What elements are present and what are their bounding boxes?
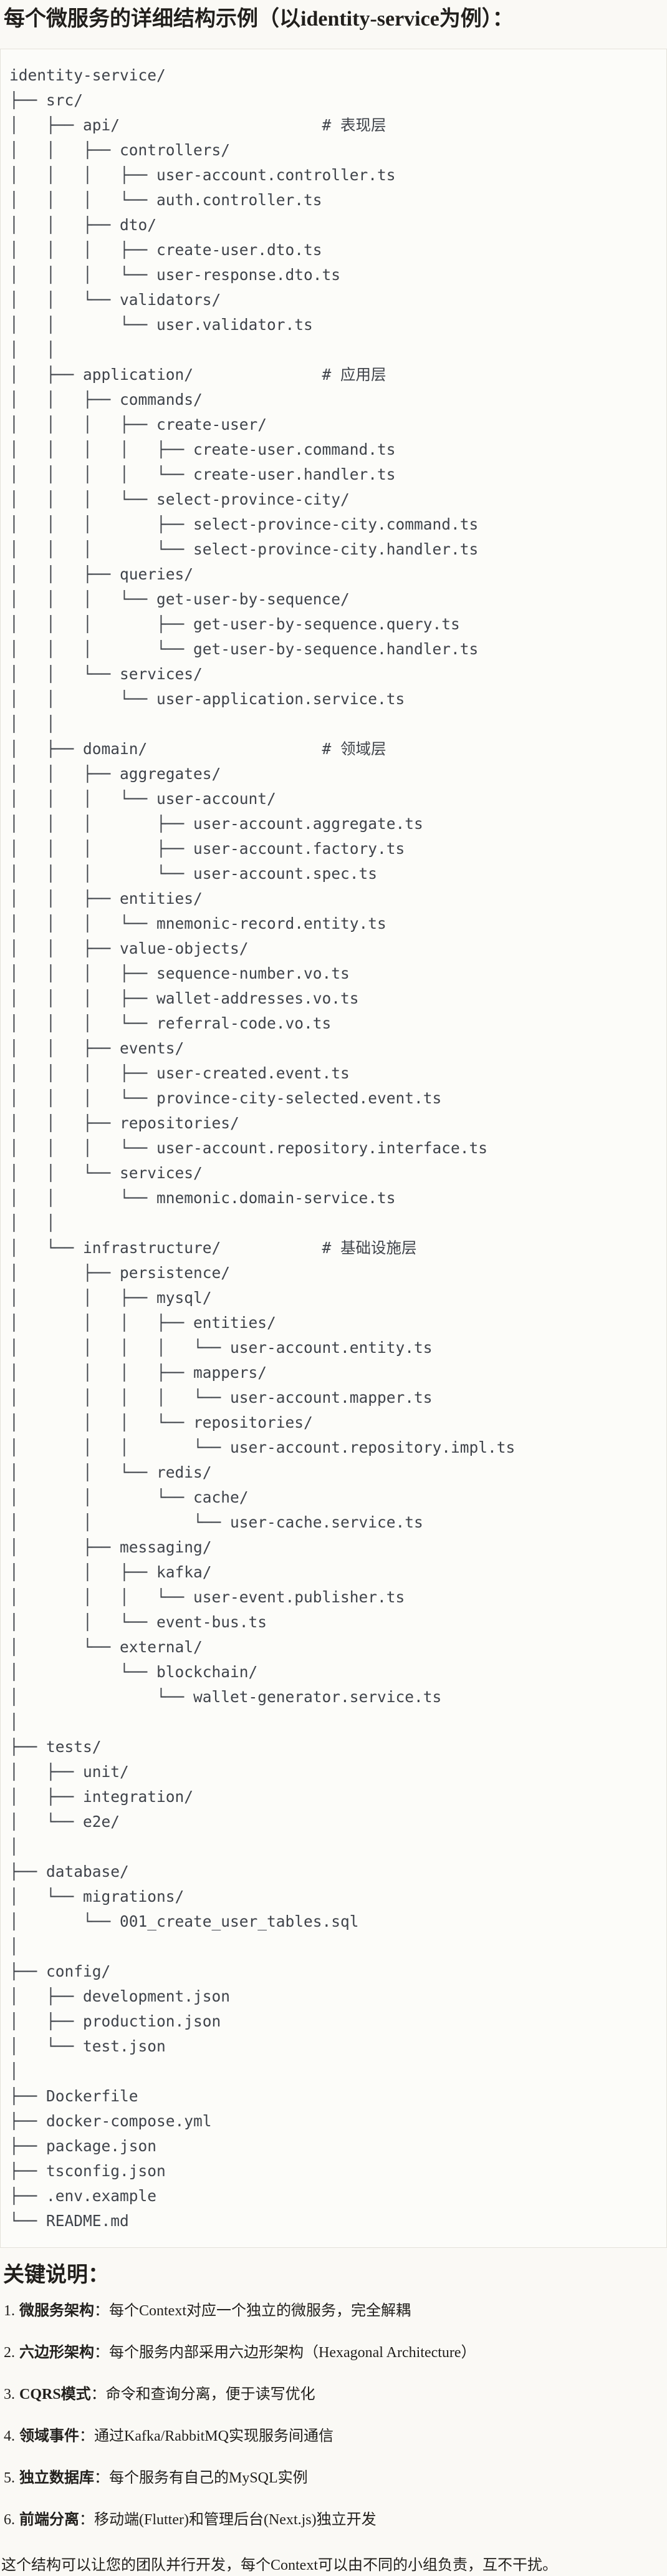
note-item: 6.前端分离：移动端(Flutter)和管理后台(Next.js)独立开发 <box>4 2509 667 2530</box>
note-number: 2. <box>4 2345 15 2361</box>
note-item: 5.独立数据库：每个服务有自己的MySQL实例 <box>4 2467 667 2489</box>
note-description: ：命令和查询分离，便于读写优化 <box>90 2386 315 2403</box>
note-number: 3. <box>4 2386 15 2403</box>
note-term: 前端分离 <box>19 2512 79 2528</box>
note-item: 3.CQRS模式：命令和查询分离，便于读写优化 <box>4 2384 667 2405</box>
closing-paragraph: 这个结构可以让您的团队并行开发，每个Context可以由不同的小组负责，互不干扰… <box>1 2557 557 2574</box>
note-description: ：每个Context对应一个独立的微服务，完全解耦 <box>94 2303 411 2319</box>
page-title: 每个微服务的详细结构示例（以identity-service为例）： <box>4 7 514 31</box>
notes-list: 1.微服务架构：每个Context对应一个独立的微服务，完全解耦 2.六边形架构… <box>0 2300 667 2530</box>
code-tree: identity-service/ ├── src/ │ ├── api/ # … <box>9 66 516 2230</box>
note-description: ：每个服务内部采用六边形架构（Hexagonal Architecture） <box>94 2345 476 2361</box>
note-number: 5. <box>4 2470 15 2486</box>
note-term: 微服务架构 <box>19 2303 94 2319</box>
note-term: 独立数据库 <box>19 2470 94 2486</box>
note-description: ：移动端(Flutter)和管理后台(Next.js)独立开发 <box>79 2512 377 2528</box>
note-term: 六边形架构 <box>19 2345 94 2361</box>
note-number: 6. <box>4 2512 15 2528</box>
notes-heading: 关键说明： <box>3 2264 109 2287</box>
code-block: identity-service/ ├── src/ │ ├── api/ # … <box>0 49 667 2248</box>
note-number: 1. <box>4 2303 15 2319</box>
note-item: 2.六边形架构：每个服务内部采用六边形架构（Hexagonal Architec… <box>4 2342 667 2363</box>
note-number: 4. <box>4 2428 15 2444</box>
note-item: 1.微服务架构：每个Context对应一个独立的微服务，完全解耦 <box>4 2300 667 2322</box>
note-term: 领域事件 <box>19 2428 79 2444</box>
note-term: CQRS模式 <box>19 2386 91 2403</box>
note-item: 4.领域事件：通过Kafka/RabbitMQ实现服务间通信 <box>4 2426 667 2447</box>
note-description: ：每个服务有自己的MySQL实例 <box>94 2470 308 2486</box>
note-description: ：通过Kafka/RabbitMQ实现服务间通信 <box>79 2428 334 2444</box>
